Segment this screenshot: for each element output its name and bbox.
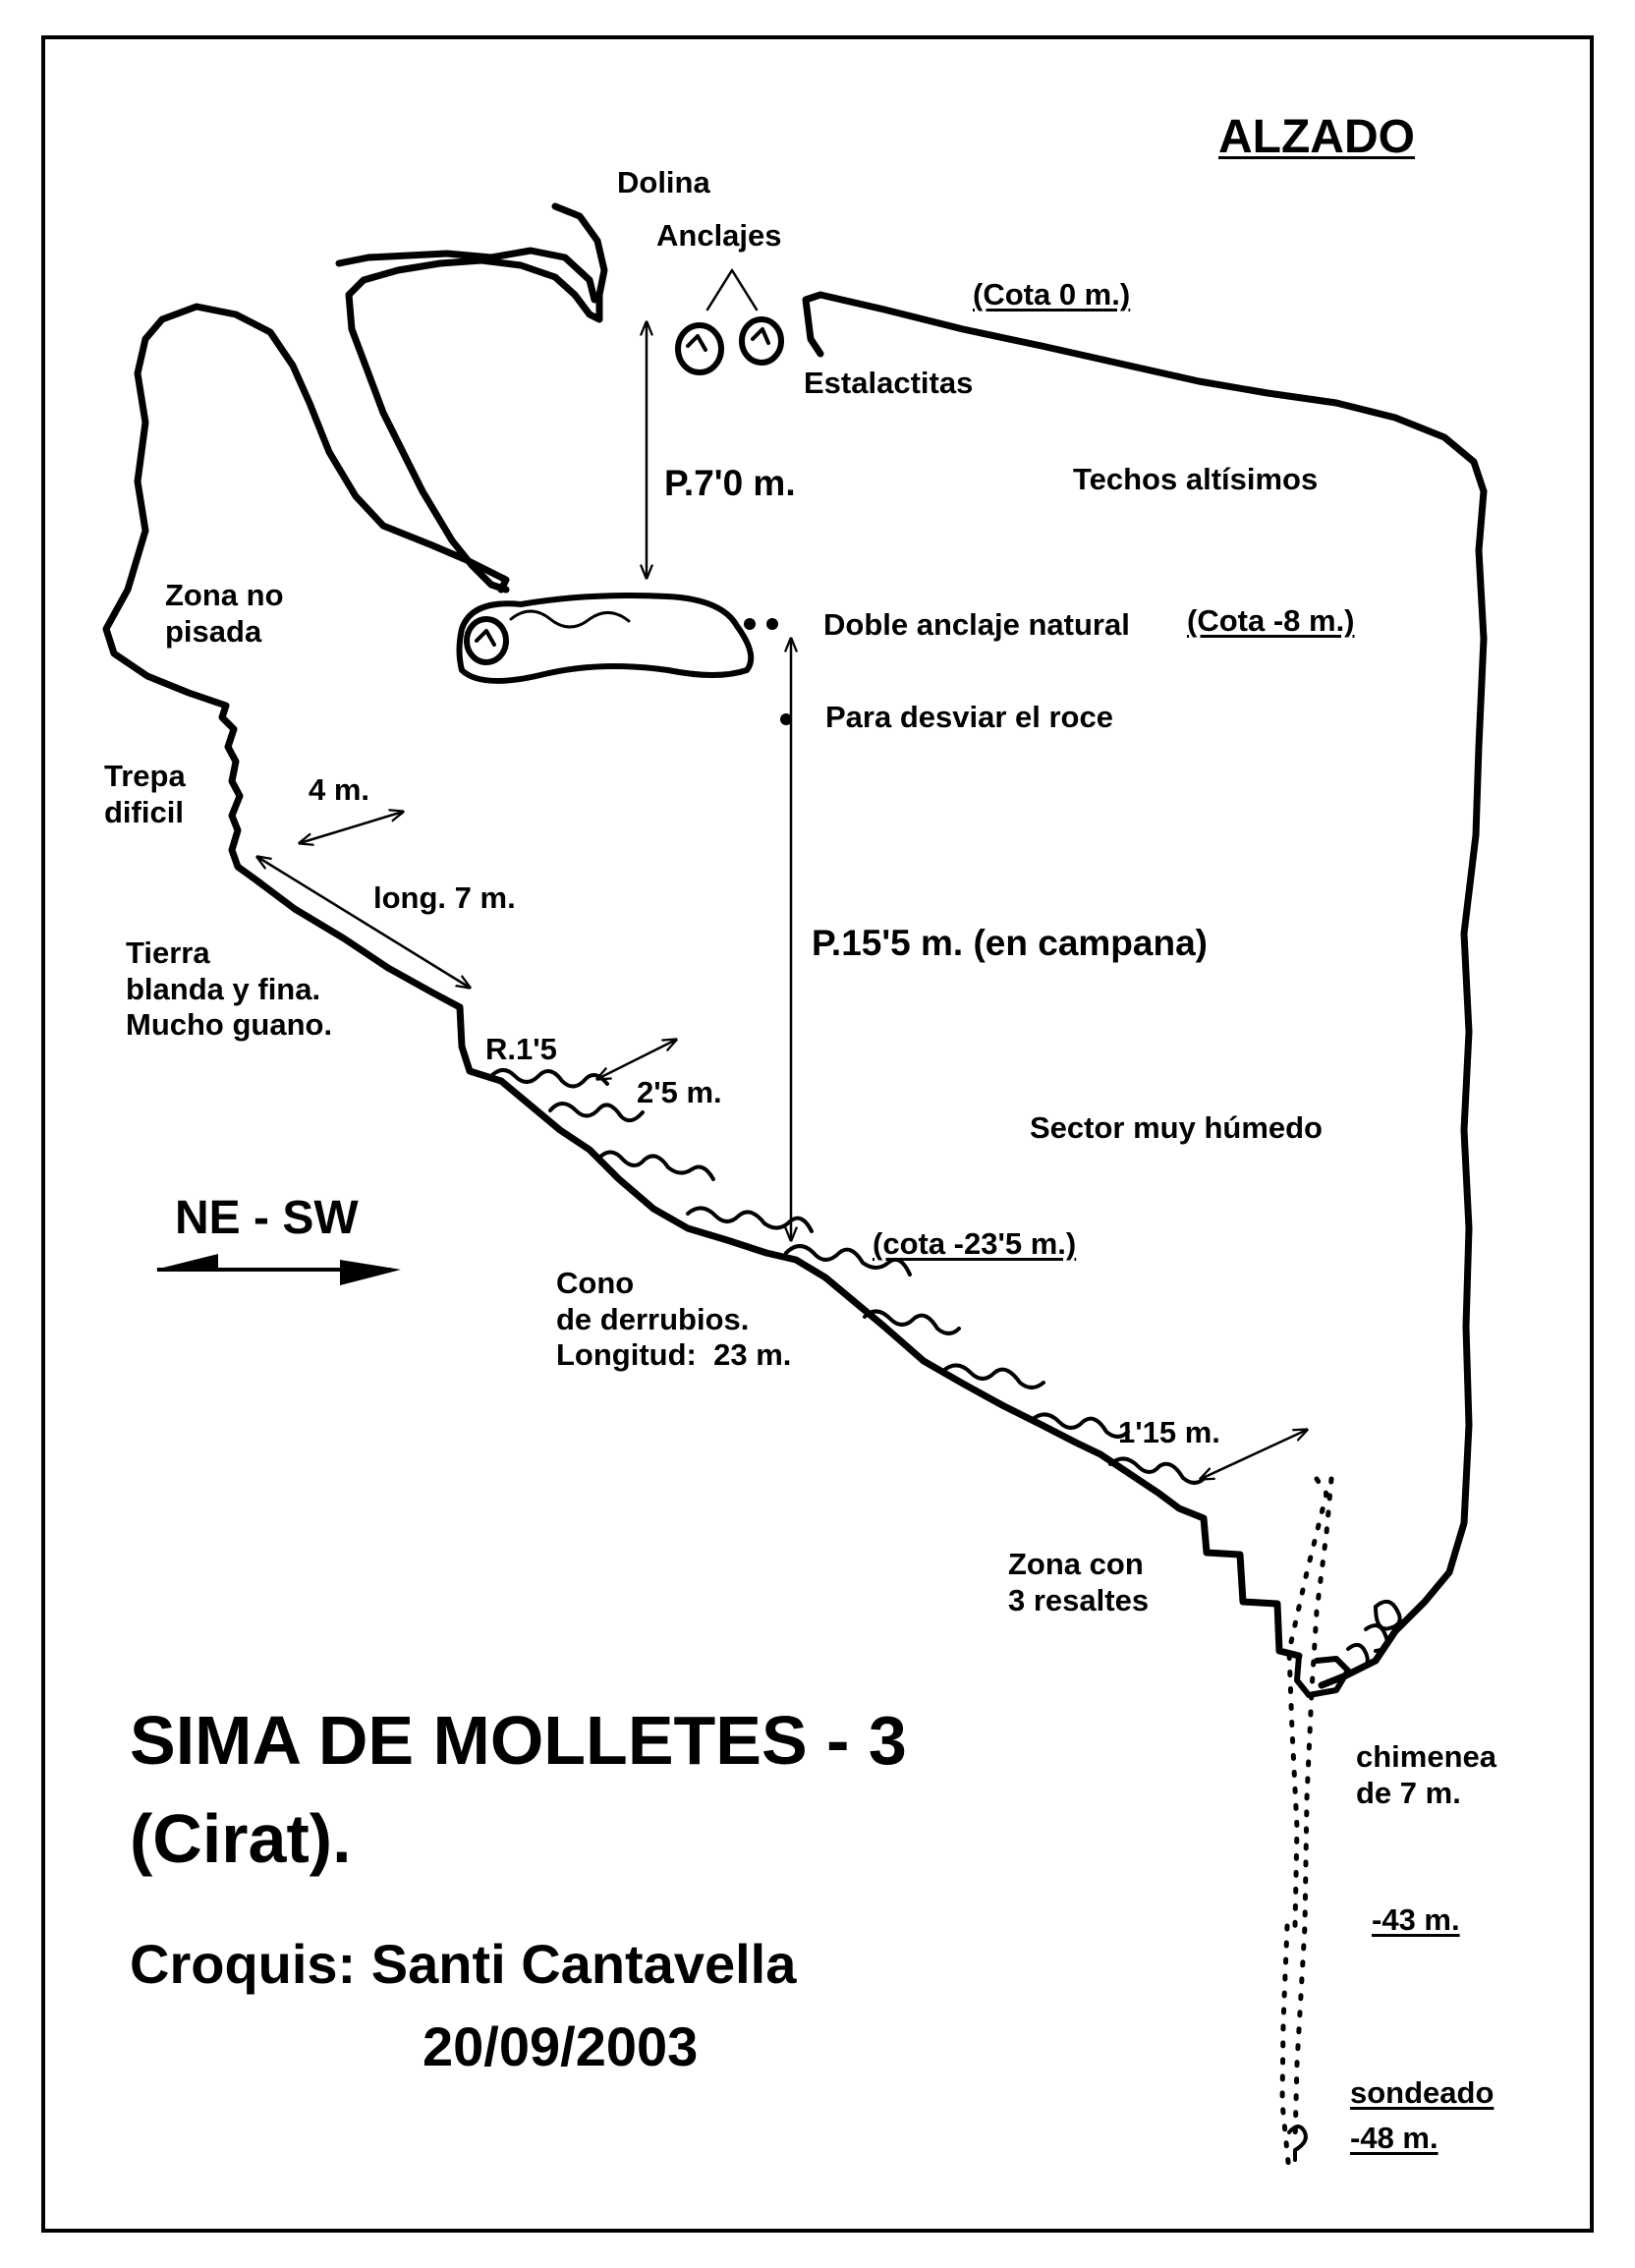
title-line-1: SIMA DE MOLLETES - 3 [130,1702,907,1779]
chimney-dotted-line-1 [1286,1476,1329,1929]
label-cono: Cono de derrubios. Longitud: 23 m. [556,1266,792,1373]
bottom-right-wall-texture [1346,1599,1402,1671]
dolina-outline [345,202,608,594]
label-cota-0: (Cota 0 m.) [973,277,1131,312]
label-estalactitas: Estalactitas [804,366,974,400]
cave-wall-right-and-ceiling [802,291,1488,1689]
chimney-dotted-line-3 [1279,1923,1292,2175]
label-4m: 4 m. [309,772,370,807]
label-tierra: Tierra blanda y fina. Mucho guano. [126,936,333,1043]
rock-ledge [456,593,755,684]
label-long-7m: long. 7 m. [373,880,516,915]
label-r15: R.1'5 [485,1032,557,1066]
arrow-4m [300,812,403,843]
chimney-dotted-line-2 [1292,1476,1334,2145]
arrow-2-5m [597,1040,676,1079]
title-credit: Croquis: Santi Cantavella [130,1933,797,1995]
label-sector: Sector muy húmedo [1030,1110,1323,1145]
label-zona-no-pisada: Zona no pisada [165,578,284,649]
label-dolina: Dolina [617,165,710,199]
orientation-arrow [155,1254,401,1285]
label-1-15m: 1'15 m. [1118,1415,1220,1449]
label-2-5m: 2'5 m. [637,1075,722,1109]
title-line-2: (Cirat). [130,1800,352,1877]
heading-alzado: ALZADO [1218,111,1415,163]
page-frame [41,35,1594,2233]
title-date: 20/09/2003 [423,2015,699,2077]
label-cota-23: (cota -23'5 m.) [873,1226,1077,1261]
natural-anchor-dot-2 [766,618,778,630]
label-cota-43: -43 m. [1372,1902,1460,1937]
ledge-anchor-ring [464,616,509,665]
deviation-dot [780,713,792,725]
anchor-ring-1 [675,322,724,375]
label-trepa: Trepa dificil [104,759,186,829]
label-zona-resaltes: Zona con 3 resaltes [1008,1547,1150,1617]
arrow-1-15m [1201,1430,1307,1479]
label-p15: P.15'5 m. (en campana) [812,923,1208,963]
rubble-cone [489,1068,1207,1485]
label-techos: Techos altísimos [1073,462,1319,496]
label-cota-48: -48 m. [1350,2121,1438,2155]
bottom-sump-loop [1294,1653,1351,1698]
arrow-long-7m [257,857,470,988]
label-anclajes: Anclajes [656,218,782,253]
cave-wall-left-and-floor [102,247,1303,1660]
label-sondeado: sondeado [1350,2075,1494,2110]
orientation-label: NE - SW [175,1192,359,1244]
natural-anchor-dot-1 [744,618,756,630]
anchor-marks [686,327,770,352]
ledge-anchor-mark [475,629,496,647]
label-cota-8: (Cota -8 m.) [1187,603,1355,638]
question-mark [1287,2125,1308,2162]
rock-ledge-texture [509,609,631,629]
label-chimenea: chimenea de 7 m. [1356,1739,1497,1810]
anchor-ring-2 [739,316,784,366]
label-p7: P.7'0 m. [664,463,796,503]
label-para-desviar: Para desviar el roce [825,700,1113,734]
label-doble-anclaje: Doble anclaje natural [823,607,1130,642]
anclajes-pointer [705,268,759,312]
